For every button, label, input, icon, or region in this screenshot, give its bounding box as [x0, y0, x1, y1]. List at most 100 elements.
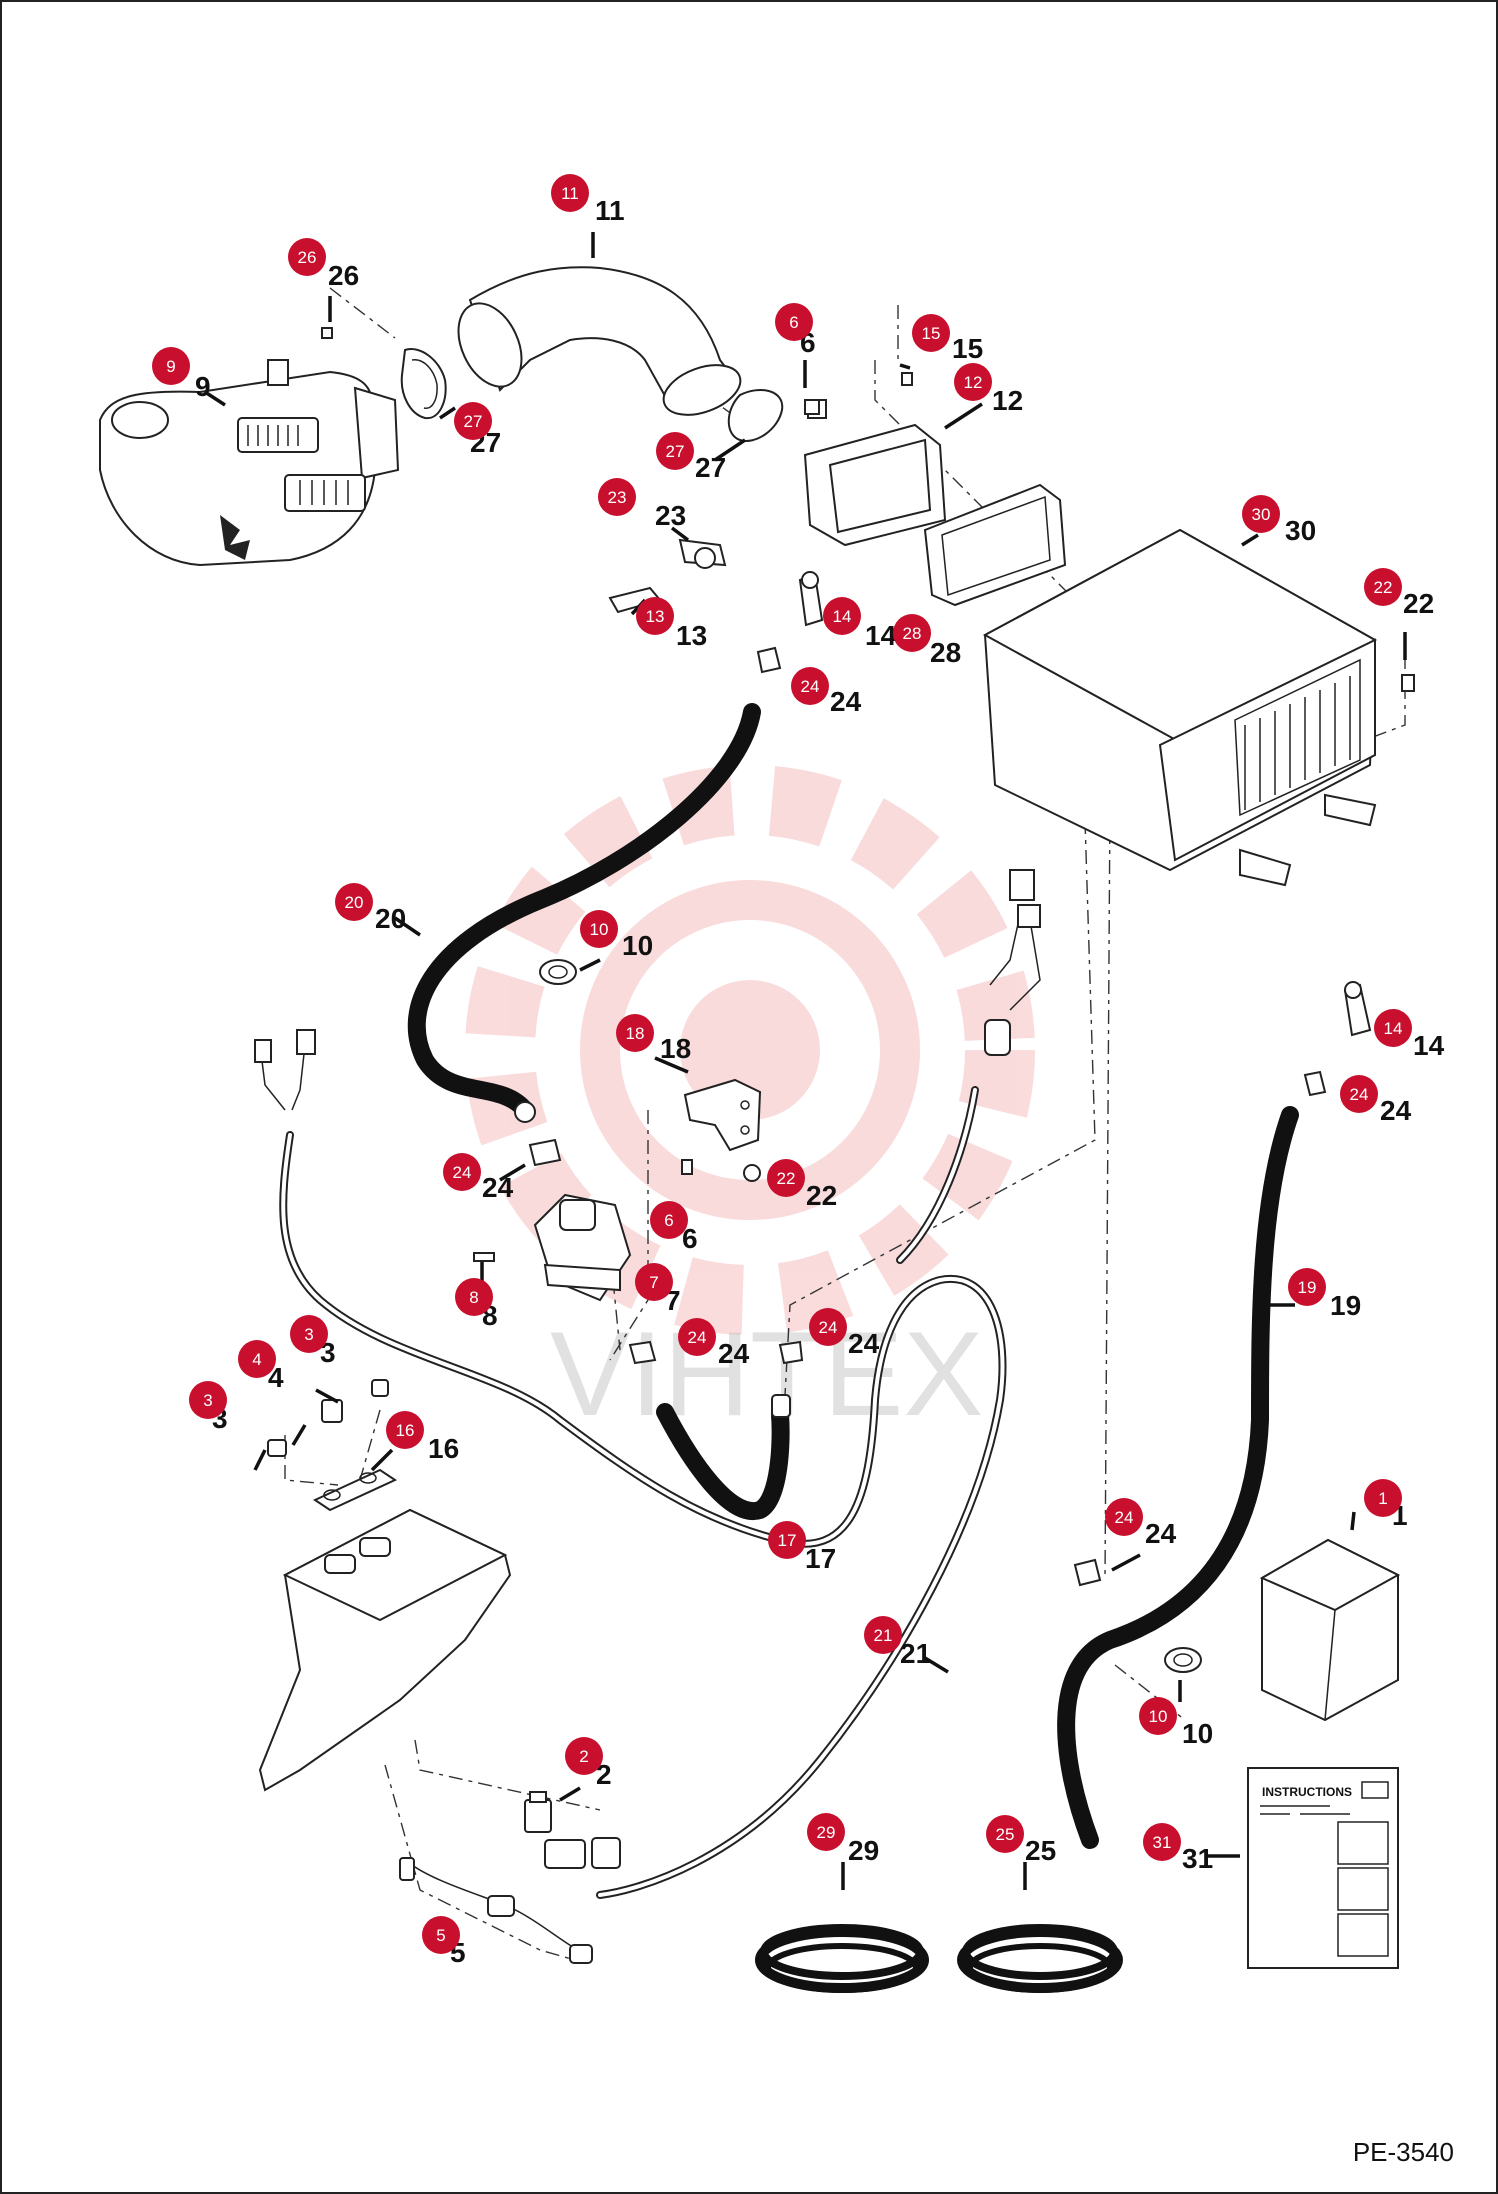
callout-number: 31	[1182, 1843, 1213, 1874]
part-17-hose	[656, 1394, 791, 1520]
callout-badge	[1374, 1009, 1412, 1047]
callout-c2: 22	[565, 1737, 612, 1790]
part-24-clamp-c	[528, 1138, 562, 1167]
callout-c24f: 24 24	[1105, 1498, 1177, 1549]
callout-badge-number: 15	[922, 324, 941, 343]
callout-badge	[1242, 495, 1280, 533]
callout-number: 16	[428, 1433, 459, 1464]
callout-number: 24	[482, 1172, 514, 1203]
part-28-gasket	[923, 483, 1067, 607]
callout-badge-number: 6	[789, 313, 798, 332]
part-16-bezel	[312, 1468, 398, 1512]
callout-number: 12	[992, 385, 1023, 416]
part-27-gasket-b	[727, 389, 784, 442]
callout-badge	[335, 883, 373, 921]
callout-badge	[290, 1315, 328, 1353]
callout-badge-number: 9	[166, 357, 175, 376]
callout-badge	[650, 1201, 688, 1239]
callout-number: 24	[1380, 1095, 1412, 1126]
callout-badge	[386, 1411, 424, 1449]
callout-badge	[767, 1159, 805, 1197]
callout-badge-number: 10	[590, 920, 609, 939]
callout-number: 24	[1145, 1518, 1177, 1549]
callout-badge	[1288, 1268, 1326, 1306]
instructions-label: INSTRUCTIONS	[1262, 1785, 1352, 1799]
part-10-grommet-b	[1164, 1647, 1202, 1673]
callout-badge-number: 6	[664, 1211, 673, 1230]
callout-badge-number: 24	[1350, 1085, 1369, 1104]
callout-number: 11	[595, 195, 625, 226]
callout-number: 25	[1025, 1835, 1056, 1866]
part-23-tee-fitting	[678, 538, 727, 569]
page-code: PE-3540	[1352, 2137, 1454, 2167]
callout-number: 26	[328, 260, 359, 291]
callout-number: 18	[660, 1033, 691, 1064]
callout-c13: 13 13	[636, 597, 707, 651]
callout-badge-number: 13	[646, 607, 665, 626]
callout-badge-number: 24	[801, 677, 820, 696]
callout-number: 6	[682, 1223, 698, 1254]
callout-number: 19	[1330, 1290, 1361, 1321]
callout-badge-number: 27	[666, 442, 685, 461]
callout-badge-number: 14	[833, 607, 852, 626]
part-24-clamp-b	[1303, 1070, 1327, 1097]
callout-number: 2	[596, 1759, 612, 1790]
callout-badge	[1143, 1823, 1181, 1861]
callout-number: 23	[655, 500, 686, 531]
callout-number: 9	[195, 371, 211, 402]
callout-badge-number: 2	[579, 1747, 588, 1766]
callout-c7: 77	[635, 1263, 681, 1316]
callout-badge	[443, 1153, 481, 1191]
callout-number: 14	[1413, 1030, 1445, 1061]
callout-badge	[189, 1381, 227, 1419]
callout-badge	[454, 402, 492, 440]
callout-badge-number: 3	[304, 1325, 313, 1344]
callout-badge	[656, 432, 694, 470]
callout-badge	[551, 174, 589, 212]
callout-badge-number: 24	[1115, 1508, 1134, 1527]
callout-badge	[791, 667, 829, 705]
part-1-box	[1259, 1538, 1401, 1722]
callout-badge-number: 7	[649, 1273, 658, 1292]
part-30-heater-unit	[982, 528, 1378, 887]
callout-badge-number: 1	[1378, 1489, 1387, 1508]
callout-number: 13	[676, 620, 707, 651]
callouts: 1111262699272766151512122727232313131414…	[152, 174, 1445, 1968]
callout-badge-number: 4	[252, 1350, 261, 1369]
part-3-switch-b	[371, 1379, 389, 1397]
callout-badge	[1139, 1697, 1177, 1735]
callout-badge	[580, 910, 618, 948]
callout-badge	[565, 1737, 603, 1775]
callout-badge	[1105, 1498, 1143, 1536]
part-6-screw-a	[804, 399, 820, 415]
callout-c24b: 24 24	[1340, 1075, 1412, 1126]
part-24-clamp-a	[756, 646, 782, 674]
part-12-adapter	[803, 399, 947, 547]
callout-badge	[864, 1616, 902, 1654]
console-housing	[258, 1508, 512, 1792]
callout-c6a: 66	[775, 303, 816, 358]
callout-badge-number: 21	[874, 1626, 893, 1645]
part-14-elbow-a	[798, 571, 824, 627]
callout-badge	[152, 347, 190, 385]
callout-badge-number: 30	[1252, 505, 1271, 524]
callout-number: 29	[848, 1835, 879, 1866]
callout-badge-number: 11	[561, 184, 579, 203]
callout-badge	[986, 1815, 1024, 1853]
callout-badge	[455, 1278, 493, 1316]
